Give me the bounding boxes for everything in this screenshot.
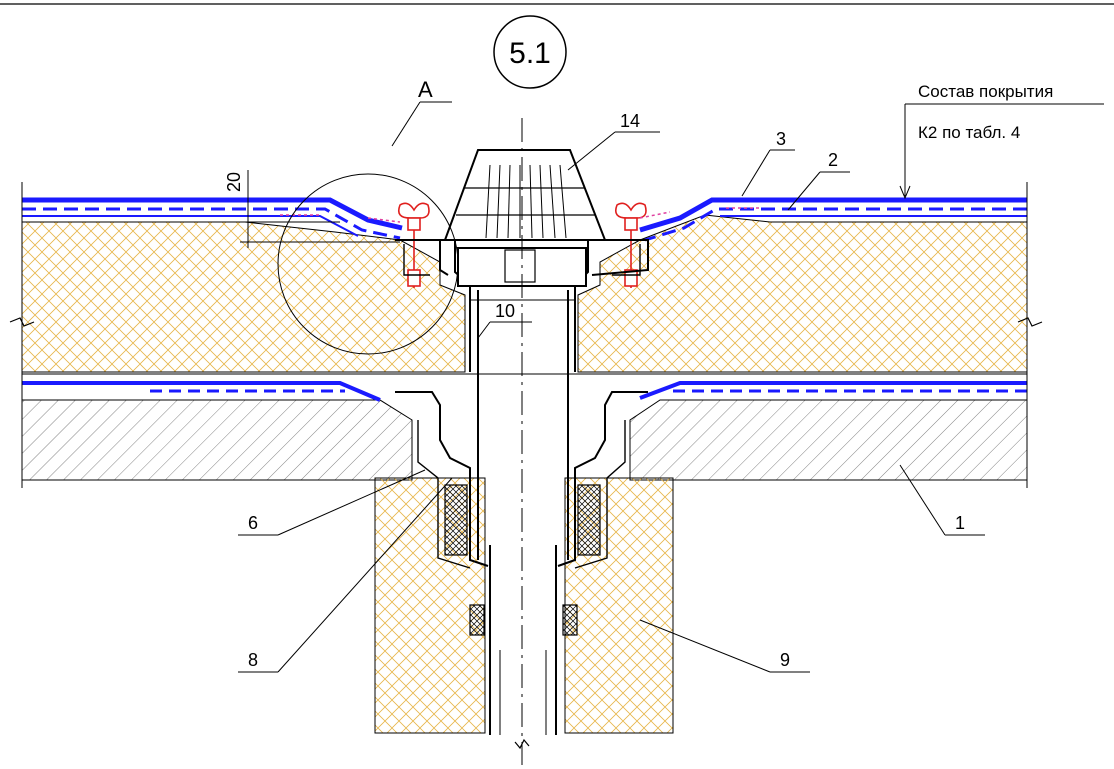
clamp-rings (395, 239, 649, 276)
callout-6: 6 (248, 513, 258, 533)
lower-drain-funnel (395, 391, 648, 569)
callout-14: 14 (620, 111, 640, 131)
break-mark-bottom (514, 738, 530, 750)
section-mark-label: A (418, 77, 433, 102)
membrane-seal-pads (280, 207, 760, 223)
callout-3: 3 (776, 129, 786, 149)
callout-2: 2 (828, 150, 838, 170)
detail-circle-a (277, 173, 459, 355)
roof-composition-note-line2: К2 по табл. 4 (918, 123, 1020, 142)
roof-composition-note-line1: Состав покрытия (918, 82, 1053, 101)
callout-9: 9 (780, 650, 790, 670)
lower-insulation-left (374, 477, 486, 734)
detail-number-label: 5.1 (509, 37, 551, 70)
concrete-slab-left (21, 399, 413, 481)
callout-1: 1 (955, 513, 965, 533)
concrete-slab-right (629, 399, 1028, 481)
sealing-collar (444, 484, 601, 636)
dimension-20 (240, 170, 400, 248)
break-mark-right (1017, 317, 1043, 327)
detail-number-bubble (493, 15, 567, 89)
callout-leaders (238, 103, 1104, 673)
callout-10: 10 (495, 301, 515, 321)
lower-vapour-membrane (22, 381, 1027, 402)
wing-bolt-left (397, 202, 430, 288)
detail-a-leader (391, 101, 421, 147)
upper-insulation-left (21, 221, 466, 373)
callout-8: 8 (248, 650, 258, 670)
dimension-20-label: 20 (224, 172, 244, 192)
upper-roof-membrane (22, 197, 1027, 242)
wing-bolt-right (614, 202, 647, 288)
leaf-guard (443, 149, 607, 241)
drain-pipe (477, 290, 569, 735)
